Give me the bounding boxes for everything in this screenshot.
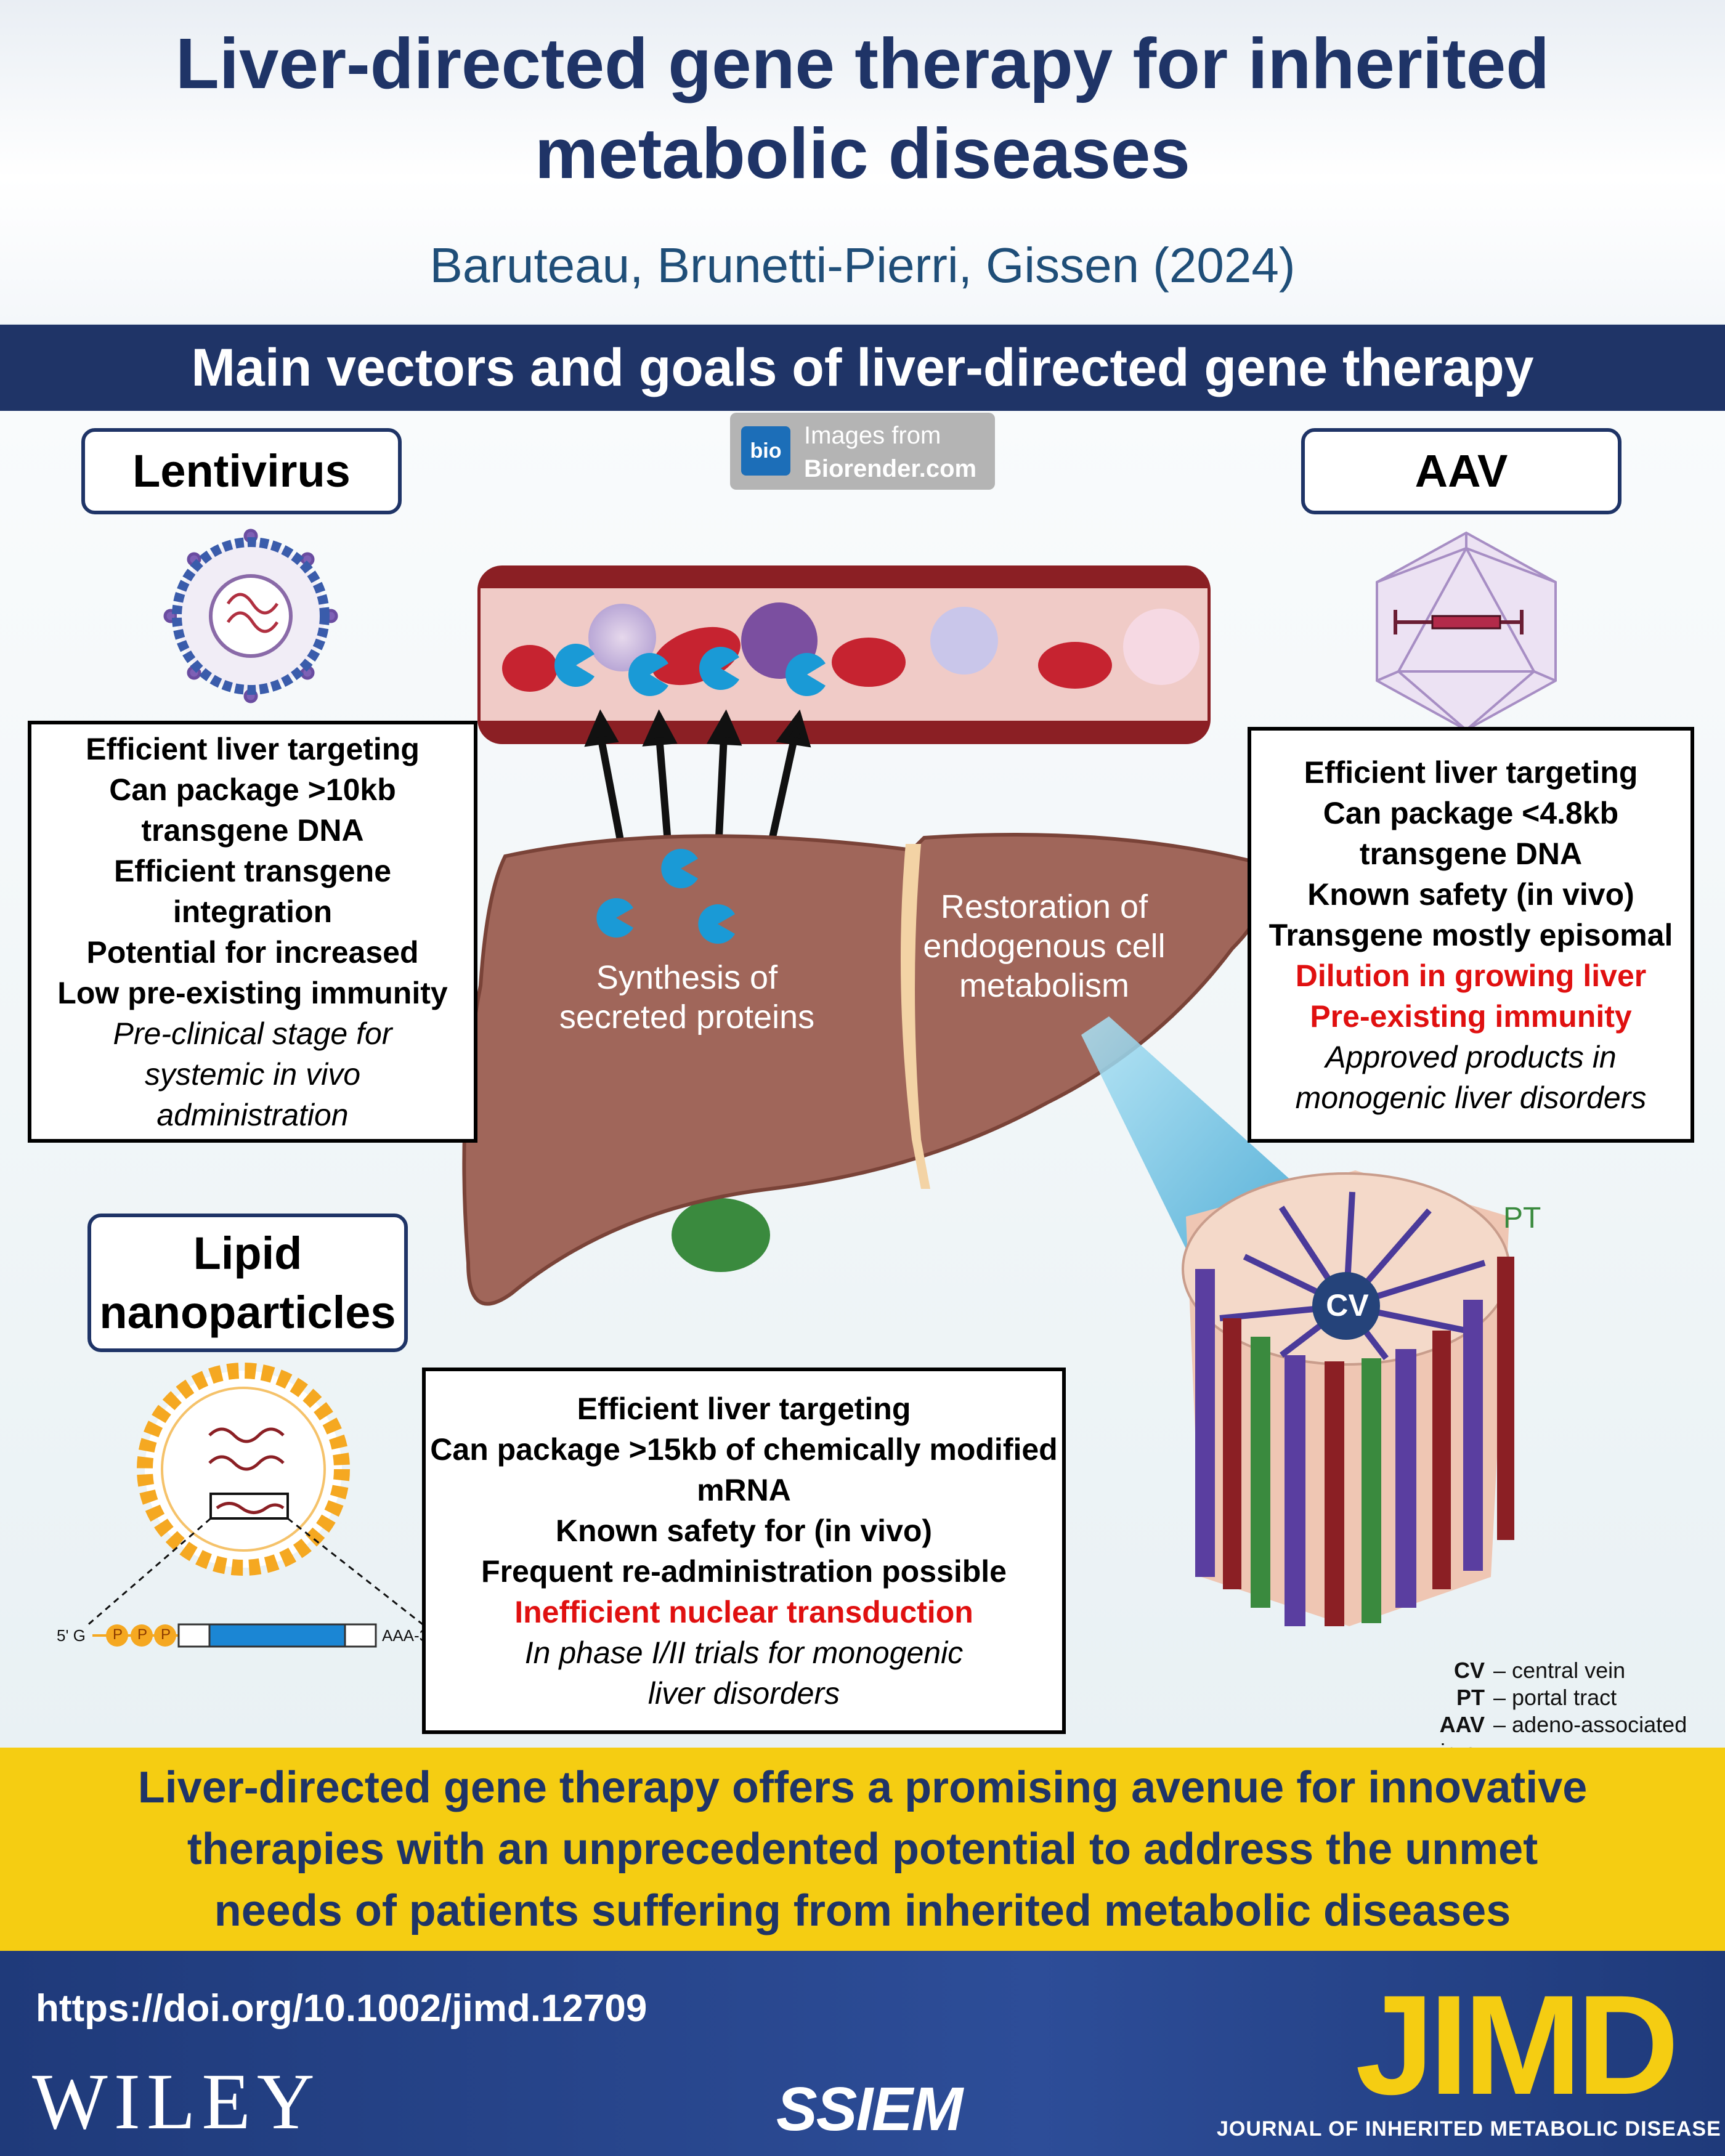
lipid-nanoparticle-icon [86,1363,426,1648]
lentivirus-feature: Efficient transgene integration [113,853,392,929]
aav-feature: Known safety (in vivo) [1307,877,1634,912]
lentivirus-features-box: Efficient liver targeting Can package >1… [28,721,477,1143]
authors: Baruteau, Brunetti-Pierri, Gissen (2024) [429,238,1296,293]
aav-label: AAV [1301,428,1622,514]
aav-feature: Pre-existing immunity [1310,999,1632,1034]
lnp-label-line2: nanoparticles [99,1286,396,1338]
aav-feature: Dilution in growing liver [1295,958,1647,993]
lentivirus-feature: Can package >10kb [109,772,396,807]
lnp-label: Lipid nanoparticles [87,1214,408,1352]
aav-feature: transgene DNA [1359,836,1583,871]
mrna-cap-p2: P [137,1626,148,1643]
aav-feature: monogenic liver disorders [1295,1080,1647,1115]
lentivirus-feature: Potential for increased [86,934,419,970]
lnp-label-line1: Lipid [193,1227,302,1279]
aav-feature: Approved products in [1325,1039,1617,1074]
aav-icon [1376,531,1557,732]
lentivirus-feature: transgene DNA [141,813,364,848]
lentivirus-feature: administration [156,1097,349,1132]
footer: https://doi.org/10.1002/jimd.12709 WILEY… [0,1951,1725,2156]
lnp-feature: In phase I/II trials for monogenic [524,1635,964,1670]
lentivirus-feature: Low pre-existing immunity [57,975,448,1010]
lentivirus-feature: Pre-clinical stage for [113,1016,392,1051]
legend-row: CV– central vein [1453,1658,1626,1683]
lentivirus-icon [163,529,338,703]
jimd-subtitle: JOURNAL OF INHERITED METABOLIC DISEASE [1217,2117,1721,2141]
lnp-feature: Can package >15kb of chemically modified [430,1432,1058,1467]
biorender-badge: bio Images from Biorender.com [730,413,995,490]
page-title: Liver-directed gene therapy for inherite… [175,23,1550,193]
lnp-feature: Known safety for (in vivo) [555,1513,933,1548]
biorender-logo: bio [741,426,790,476]
lentivirus-label: Lentivirus [81,428,402,514]
ssiem-logo: SSIEM [776,2075,963,2144]
lentivirus-label-text: Lentivirus [132,445,351,496]
conclusion-text: Liver-directed gene therapy offers a pro… [137,1763,1588,1935]
pt-label: PT [1503,1202,1541,1234]
lnp-feature: Frequent re-administration possible [481,1554,1007,1589]
aav-feature: Transgene mostly episomal [1268,917,1673,952]
wiley-logo: WILEY [32,2057,321,2146]
section-bar: Main vectors and goals of liver-directed… [0,325,1725,411]
doi-link[interactable]: https://doi.org/10.1002/jimd.12709 [36,1987,647,2030]
legend-row: PT– portal tract [1456,1685,1617,1710]
header: Liver-directed gene therapy for inherite… [0,0,1725,323]
secretion-arrows [584,709,811,864]
cv-label: CV [1326,1288,1369,1323]
conclusion-banner: Liver-directed gene therapy offers a pro… [0,1748,1725,1951]
biorender-text: Images from Biorender.com [804,419,976,485]
aav-label-text: AAV [1414,445,1508,496]
biorender-line2: Biorender.com [804,455,977,482]
liver-lobule-icon [1182,1170,1514,1626]
mrna-cap-p1: P [113,1626,123,1643]
liver-icon [462,833,1267,1306]
aav-feature: Efficient liver targeting [1304,755,1638,790]
lnp-feature: mRNA [697,1472,791,1507]
jimd-logo: JIMD [1355,1966,1679,2124]
lnp-feature: Efficient liver targeting [577,1391,911,1426]
lnp-feature: Inefficient nuclear transduction [514,1594,973,1629]
lentivirus-feature: systemic in vivo [144,1056,361,1092]
lentivirus-feature: Efficient liver targeting [86,731,420,766]
mrna-5prime-label: 5' G [57,1626,86,1645]
lnp-feature: liver disorders [647,1676,840,1711]
aav-feature: Can package <4.8kb [1323,795,1619,830]
mrna-cap-p3: P [161,1626,171,1643]
secreted-proteins-label: Synthesis of secreted proteins [559,959,815,1035]
blood-vessel-icon [477,565,1211,744]
lnp-features-box: Efficient liver targeting Can package >1… [422,1368,1066,1734]
aav-features-box: Efficient liver targeting Can package <4… [1248,727,1694,1143]
biorender-line1: Images from [804,422,941,449]
restoration-label: Restoration of endogenous cell metabolis… [923,888,1166,1004]
